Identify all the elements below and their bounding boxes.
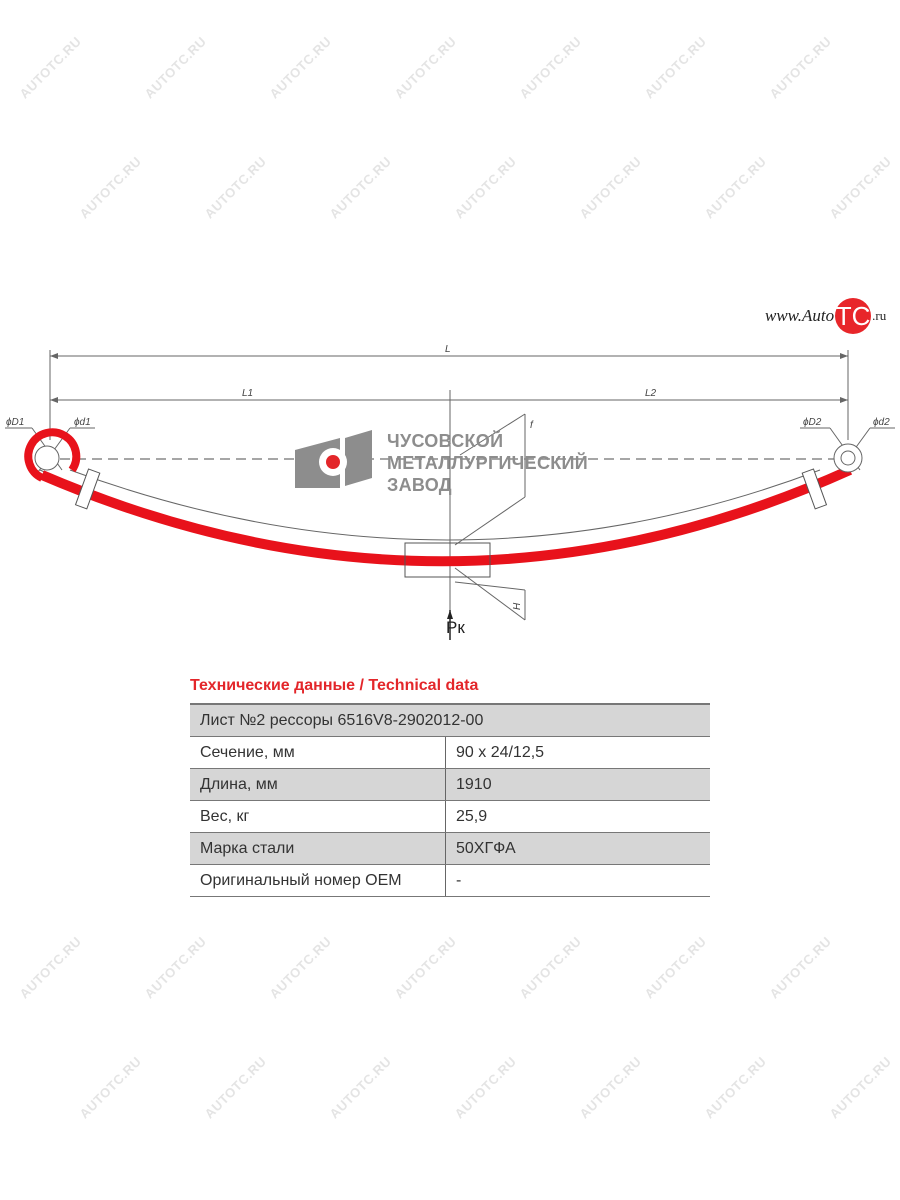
label-L2: L2 — [645, 388, 657, 399]
force-arrow-head — [447, 610, 453, 619]
label-L: L — [445, 344, 451, 355]
leaf-spring-drawing: L L1 L2 ϕD1 ϕd1 ϕD2 ϕd2 f H — [5, 344, 895, 640]
leaf-2-highlight — [40, 465, 853, 567]
right-eye — [833, 443, 863, 473]
row-label: Вес, кг — [190, 800, 446, 833]
factory-logo-icon — [295, 430, 372, 488]
row-label: Оригинальный номер OEM — [190, 864, 446, 897]
row-label: Марка стали — [190, 832, 446, 865]
label-H: H — [512, 602, 523, 610]
watermark-text: AUTOTC.RU — [391, 933, 460, 1002]
label-d2: ϕd2 — [873, 417, 890, 428]
row-value: 1910 — [445, 768, 710, 801]
label-D1: ϕD1 — [6, 417, 24, 428]
watermark-text: AUTOTC.RU — [826, 1053, 895, 1122]
label-f: f — [530, 420, 534, 431]
table-row: Оригинальный номер OEM- — [190, 864, 710, 897]
row-label: Сечение, мм — [190, 736, 446, 769]
table-header: Лист №2 рессоры 6516V8-2902012-00 — [190, 703, 710, 737]
logo-badge: TC — [835, 298, 872, 334]
factory-logo-text: ЧУСОВСКОЙ МЕТАЛЛУРГИЧЕСКИЙ ЗАВОД — [387, 430, 588, 496]
factory-line-1: ЧУСОВСКОЙ — [387, 431, 504, 451]
watermark-text: AUTOTC.RU — [576, 1053, 645, 1122]
row-label: Длина, мм — [190, 768, 446, 801]
left-clamp — [74, 468, 101, 510]
watermark-text: AUTOTC.RU — [451, 1053, 520, 1122]
table-title: Технические данные / Technical data — [190, 677, 479, 694]
upper-leaf-edge — [69, 469, 821, 541]
watermark-text: AUTOTC.RU — [641, 933, 710, 1002]
factory-line-2: МЕТАЛЛУРГИЧЕСКИЙ — [387, 453, 588, 473]
logo-prefix: www.Auto — [765, 306, 835, 325]
watermark-text: AUTOTC.RU — [266, 933, 335, 1002]
right-clamp — [801, 468, 828, 510]
factory-line-3: ЗАВОД — [387, 475, 452, 495]
label-D2: ϕD2 — [803, 417, 822, 428]
row-value: 25,9 — [445, 800, 710, 833]
watermark-text: AUTOTC.RU — [326, 1053, 395, 1122]
left-eye — [24, 428, 81, 482]
technical-data-table: Лист №2 рессоры 6516V8-2902012-00 Сечени… — [190, 703, 710, 897]
logo-suffix: .ru — [872, 308, 887, 323]
row-value: - — [445, 864, 710, 897]
watermark-text: AUTOTC.RU — [516, 933, 585, 1002]
left-eye-bushing — [34, 445, 60, 471]
watermark-text: AUTOTC.RU — [766, 933, 835, 1002]
watermark-text: AUTOTC.RU — [76, 1053, 145, 1122]
row-value: 50ХГФА — [445, 832, 710, 865]
watermark-text: AUTOTC.RU — [141, 933, 210, 1002]
label-pk: Pк — [446, 618, 465, 637]
watermark-text: AUTOTC.RU — [16, 933, 85, 1002]
watermark-text: AUTOTC.RU — [701, 1053, 770, 1122]
label-d1: ϕd1 — [74, 417, 91, 428]
label-L1: L1 — [242, 388, 253, 399]
center-clamp — [404, 542, 491, 578]
row-value: 90 x 24/12,5 — [445, 736, 710, 769]
dimension-arrows — [50, 353, 848, 403]
right-eye-bushing — [840, 450, 856, 466]
watermark-text: AUTOTC.RU — [201, 1053, 270, 1122]
table-header-row: Лист №2 рессоры 6516V8-2902012-00 — [190, 703, 710, 737]
